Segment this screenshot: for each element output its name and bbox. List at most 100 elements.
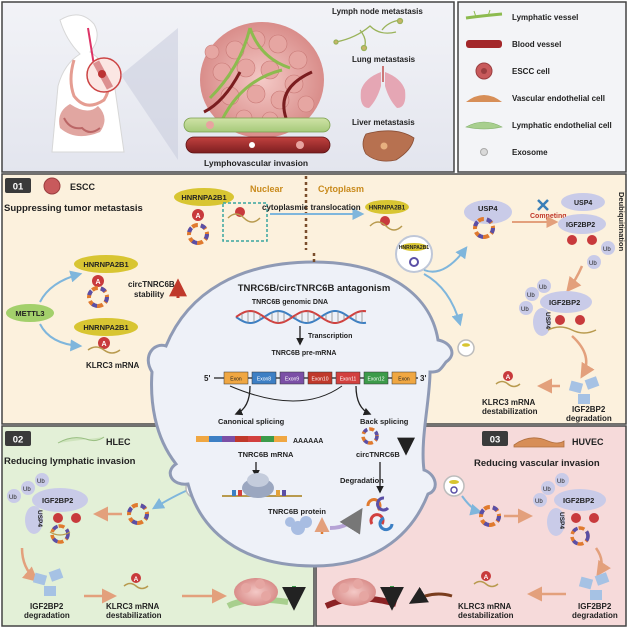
vascular-endothelial-cell-icon [513, 437, 565, 448]
lymph-node-icon [333, 17, 404, 52]
pre-mrna-label: TNRC6B pre-mRNA [272, 350, 337, 357]
exosome-icon [480, 148, 488, 156]
blood-vessel-icon [466, 40, 502, 48]
esophagus-zoom-illustration [86, 28, 178, 160]
ub-p3-1: Ub [543, 487, 551, 493]
exon-box [251, 371, 277, 385]
panel03-degradation-icon [578, 572, 610, 600]
panel03-igf2bp2-complex: Ub Ub Ub IGF2BP2 USP4 [533, 473, 606, 546]
tnrc6b-mrna-label: TNRC6B mRNA [238, 450, 294, 459]
usp4-label-2: USP4 [574, 200, 592, 207]
usp4-competing-complex: USP4 Competing USP4 IGF2BP2 Ub Ub Deubiq… [464, 192, 626, 293]
mrna-segment [235, 436, 248, 442]
tnrc6b-protein-label: TNRC6B protein [268, 507, 326, 516]
exon-label: Exon [230, 377, 242, 383]
klrc3-mrna-label: KLRC3 mRNA [86, 361, 140, 370]
panel02-invasion-illustration [226, 578, 306, 611]
hnrnpa2b1-klrc3-label: HNRNPA2B1 [83, 323, 128, 332]
panel02-circ-icon [127, 503, 149, 525]
panel-01-title: Suppressing tumor metastasis [4, 203, 143, 214]
legend-item: Blood vessel [466, 40, 561, 49]
liver-icon [362, 130, 415, 162]
exon-label: Exon [398, 377, 410, 383]
ribosome-illustration [222, 473, 302, 498]
five-prime-label: 5' [204, 374, 210, 383]
panel02-degradation-icon [32, 568, 64, 596]
ub-p3-2: Ub [557, 479, 565, 485]
polya-label: AAAAAA [293, 438, 323, 445]
legend-label: Exosome [512, 148, 548, 157]
hnrnpa2b1-label: HNRNPA2B1 [181, 193, 226, 202]
legend-item: ESCC cell [475, 62, 550, 80]
lymphatic-vessel-icon [465, 9, 503, 20]
hnrnpa2b1-klrc3-complex: HNRNPA2B1 A KLRC3 mRNA [74, 318, 140, 370]
igf2bp2-p2-label: IGF2BP2 [42, 496, 73, 505]
legend-label: Blood vessel [512, 40, 561, 49]
back-splicing-label: Back splicing [360, 417, 409, 426]
exon-box [363, 371, 389, 385]
panel01-igf2bp2-deg-1: IGF2BP2 [572, 405, 606, 414]
circ-center-illustration [361, 427, 379, 445]
usp4-p3-label: USP4 [558, 512, 565, 529]
m6a-label: A [195, 213, 200, 220]
igf2bp2-label-2: IGF2BP2 [549, 298, 580, 307]
m6a-klrc3-label: A [101, 341, 106, 348]
ub-label-4: Ub [539, 285, 547, 291]
exon-label: Exon9 [285, 377, 299, 383]
panel03-circ-icon [479, 505, 501, 527]
panel01-klrc3-mrna-icon: A [495, 371, 521, 388]
tumor-illustration [200, 22, 324, 138]
panel03-igf2bp2-deg-2: degradation [572, 611, 618, 620]
circtnrc6b-label: circTNRC6B [356, 450, 400, 459]
mettl3-complex: METTL3 [6, 270, 83, 352]
exon-label: Exon8 [257, 377, 271, 383]
panel-03-number: 03 [490, 435, 501, 446]
legend-label: Lymphatic endothelial cell [512, 121, 612, 130]
exon-label: Exon11 [340, 377, 357, 383]
panel-01-number: 01 [13, 182, 24, 193]
exon-box [223, 371, 249, 385]
vascular-endothelial-cell-icon [466, 95, 502, 102]
panel03-invasion-illustration [324, 578, 404, 611]
m6a-p3-label: A [484, 574, 489, 581]
nuclear-label: Nuclear [250, 184, 284, 194]
panel01-klrc3-destab-2: destabilization [482, 407, 538, 416]
panel02-klrc3-mrna-icon: A [123, 573, 149, 590]
legend-item: Lymphatic vessel [465, 9, 578, 22]
panel-03-title: Reducing vascular invasion [474, 458, 600, 469]
transcription-label: Transcription [308, 333, 352, 340]
translocation-label: cytoplasmic translocation [262, 203, 361, 212]
exon-box [335, 371, 361, 385]
competing-label: Competing [530, 213, 567, 220]
exosome-hnrnpa2b1-label: HNRNPA2B1 [399, 245, 429, 251]
panel01-igf2bp2-deg-2: degradation [566, 414, 612, 423]
ub-label-5: Ub [521, 307, 529, 313]
mrna-segment [222, 436, 235, 442]
panel-03-cell-label: HUVEC [572, 437, 604, 447]
usp4-label-3: USP4 [544, 312, 551, 329]
liver-metastasis-label: Liver metastasis [352, 118, 415, 127]
hnrnpa2b1-stab-label: HNRNPA2B1 [83, 260, 128, 269]
igf2bp2-label-1: IGF2BP2 [566, 222, 595, 229]
mrna-segment [209, 436, 222, 442]
panel03-klrc3-destab-1: KLRC3 mRNA [458, 602, 512, 611]
degradation-label: Degradation [340, 476, 384, 485]
exon-box [279, 371, 305, 385]
top-section: Lymphovascular invasion Lymph node metas… [1, 1, 455, 173]
panel03-klrc3-mrna-icon: A [473, 571, 499, 588]
panel02-igf2bp2-deg-1: IGF2BP2 [30, 602, 64, 611]
cytoplasmic-hnrnpa2b1-complex: HNRNPA2B1 [365, 200, 409, 231]
legend-item: Vascular endothelial cell [466, 94, 605, 103]
panel03-exosome-icon [443, 475, 465, 497]
panel03-klrc3-destab-2: destabilization [458, 611, 514, 620]
central-cell: TNRC6B/circTNRC6B antagonism TNRC6B geno… [146, 250, 454, 568]
exosome-release: HNRNPA2B1 [395, 235, 475, 357]
blocked-icon [537, 199, 549, 211]
lymphatic-endothelial-cell-icon [57, 436, 105, 444]
ub-p2-1: Ub [9, 495, 17, 501]
exon-label: Exon12 [368, 377, 385, 383]
mrna-segment [196, 436, 209, 442]
